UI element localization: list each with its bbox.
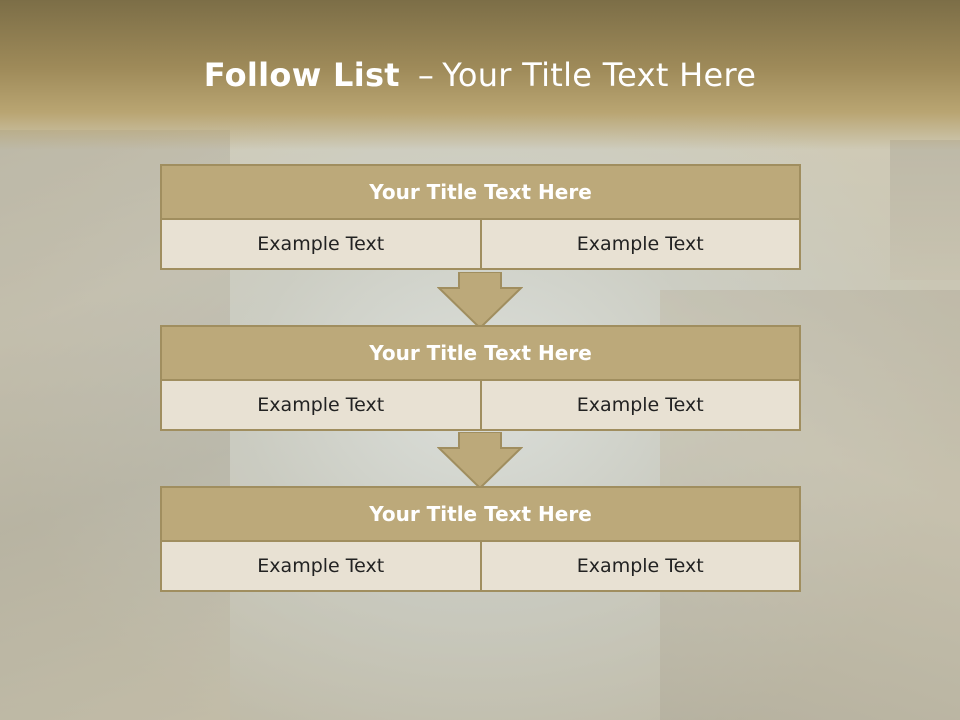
block-cell-left[interactable]: Example Text xyxy=(160,220,480,270)
block-cell-right[interactable]: Example Text xyxy=(479,381,801,431)
down-arrow-icon xyxy=(437,432,523,490)
block-cell-right[interactable]: Example Text xyxy=(479,542,801,592)
list-block-2: Your Title Text Here Example Text Exampl… xyxy=(160,325,801,431)
block-row: Example Text Example Text xyxy=(160,381,801,431)
block-title[interactable]: Your Title Text Here xyxy=(160,486,801,542)
block-cell-left[interactable]: Example Text xyxy=(160,381,480,431)
header-bar xyxy=(0,0,960,150)
title-bold-part: Follow List xyxy=(203,56,400,94)
block-cell-right[interactable]: Example Text xyxy=(479,220,801,270)
title-separator: – xyxy=(417,56,435,94)
list-block-1: Your Title Text Here Example Text Exampl… xyxy=(160,164,801,270)
slide-title[interactable]: Follow List–Your Title Text Here xyxy=(0,56,960,94)
block-row: Example Text Example Text xyxy=(160,542,801,592)
block-row: Example Text Example Text xyxy=(160,220,801,270)
block-cell-left[interactable]: Example Text xyxy=(160,542,480,592)
down-arrow-icon xyxy=(437,272,523,330)
block-title[interactable]: Your Title Text Here xyxy=(160,325,801,381)
block-title[interactable]: Your Title Text Here xyxy=(160,164,801,220)
list-block-3: Your Title Text Here Example Text Exampl… xyxy=(160,486,801,592)
background-building-top-right xyxy=(890,140,960,280)
title-rest-part: Your Title Text Here xyxy=(442,56,757,94)
